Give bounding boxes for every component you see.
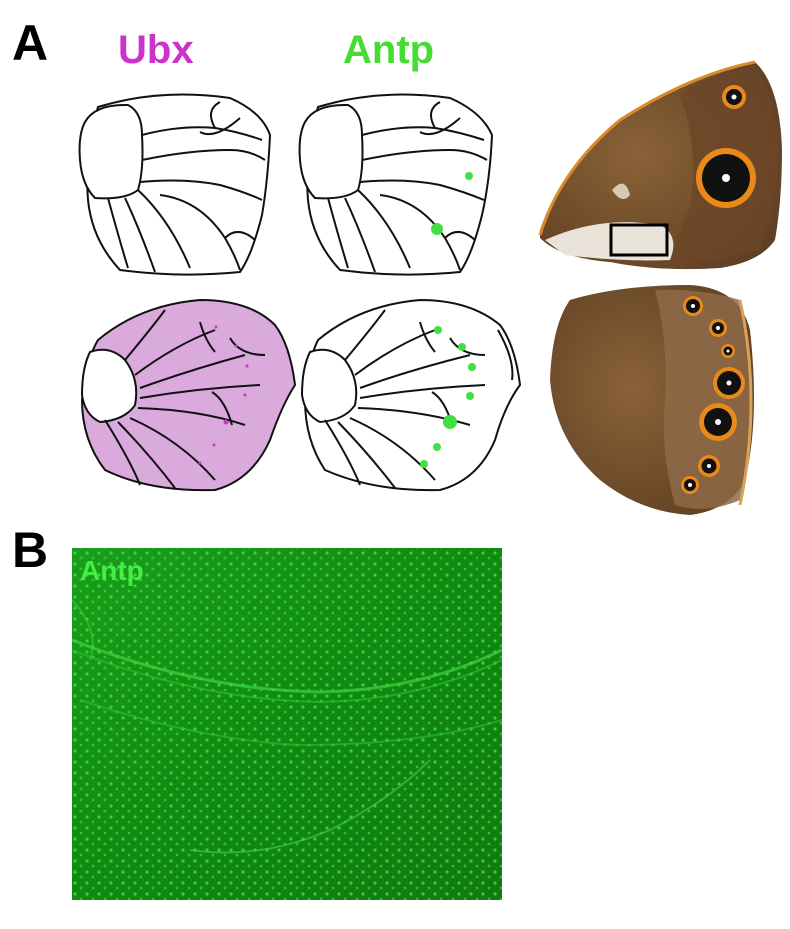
hindwing-ubx <box>82 300 295 490</box>
antp-spot <box>431 223 443 235</box>
hindwing-antp <box>302 300 520 490</box>
fluorescence-label-antp: Antp <box>80 557 144 585</box>
fluorescence-image <box>72 548 502 900</box>
forewing-ubx <box>80 95 270 275</box>
forewing-antp <box>300 95 492 275</box>
hindwing-photo <box>550 285 754 515</box>
antp-spots <box>420 326 476 468</box>
antp-spot <box>465 172 473 180</box>
forewing-photo <box>540 62 782 269</box>
